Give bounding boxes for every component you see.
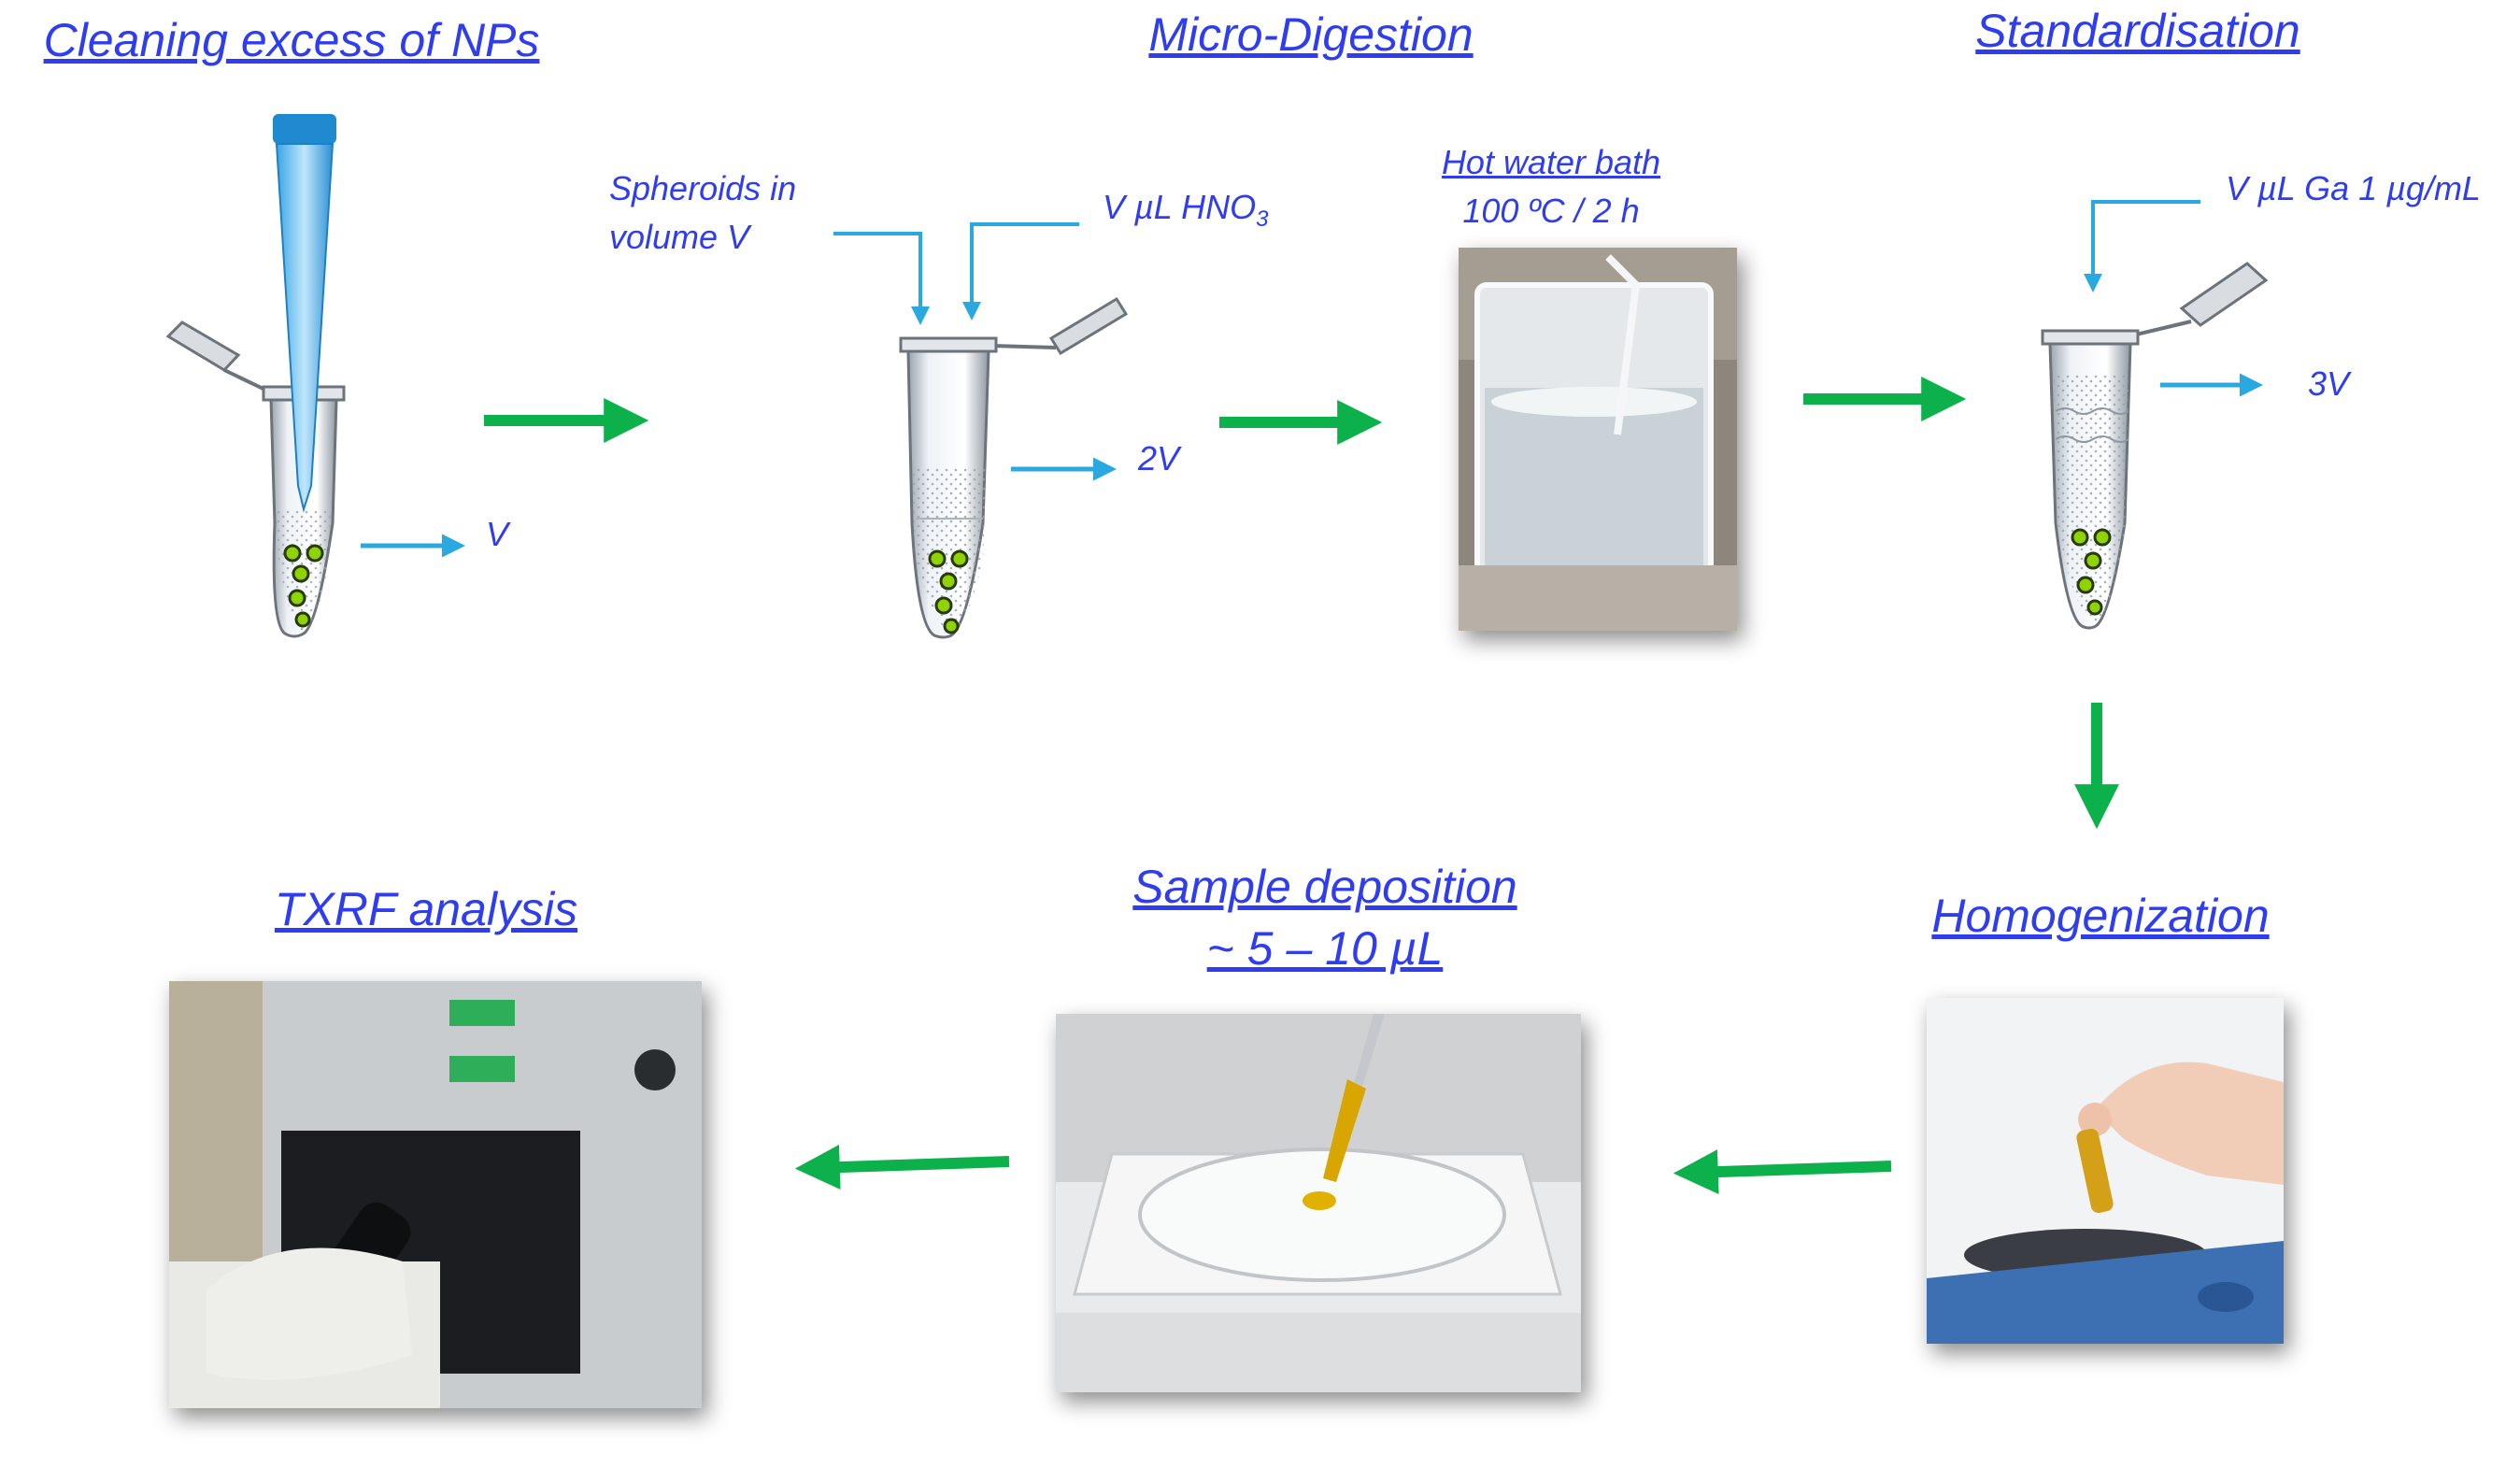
flow-arrow-5 <box>1673 1149 1892 1195</box>
spheroid-particle <box>934 596 953 615</box>
spheroid-particle <box>288 589 306 607</box>
spheroid-particle <box>950 549 969 568</box>
spheroid-particle <box>2093 528 2112 547</box>
ga-input-arrow <box>2084 200 2200 292</box>
hno3-input-arrow <box>962 222 1079 321</box>
hno3-text: V µL HNO <box>1103 188 1257 226</box>
bath-line1: Hot water bath <box>1441 143 1661 181</box>
spheroid-particle <box>928 549 947 568</box>
spheroid-particle <box>943 618 960 634</box>
spheroids-label: Spheroids in volume V <box>609 164 796 262</box>
step-title-deposition: Sample deposition ~ 5 – 10 µL <box>1132 856 1516 979</box>
spheroid-particle <box>283 544 302 563</box>
bath-label: Hot water bath 100 ºC / 2 h <box>1442 138 1660 235</box>
spheroid-particle <box>292 564 310 583</box>
spheroid-particle <box>939 572 958 591</box>
tube-2 <box>899 296 1129 639</box>
spheroids-line2: volume V <box>609 218 750 257</box>
spheroids-input-arrow <box>833 232 930 325</box>
flow-arrow-6 <box>794 1145 1010 1190</box>
volume-label-v: V <box>486 515 509 553</box>
hno3-label: V µL HNO3 <box>1103 183 1269 236</box>
deposition-line2: ~ 5 – 10 µL <box>1206 922 1444 975</box>
txrf-instrument-photo <box>169 981 702 1408</box>
step-title-homogenization: Homogenization <box>1931 890 2270 942</box>
step-title-standardisation: Standardisation <box>1975 5 2300 57</box>
pipette-tip <box>273 114 336 513</box>
step-title-digestion: Micro-Digestion <box>1148 8 1474 61</box>
spheroid-particle <box>306 544 324 563</box>
spheroid-particle <box>294 611 311 628</box>
step-title-cleaning: Cleaning excess of NPs <box>43 14 540 66</box>
spheroid-particle <box>2084 551 2102 570</box>
hno3-subscript: 3 <box>1256 207 1269 233</box>
spheroids-line1: Spheroids in <box>609 169 797 207</box>
spheroid-particle <box>2071 528 2089 547</box>
spheroid-particle <box>2086 599 2103 616</box>
spheroid-particle <box>2076 576 2095 594</box>
deposition-line1: Sample deposition <box>1132 861 1517 913</box>
ga-label: V µL Ga 1 µg/mL <box>2226 169 2481 207</box>
volume-label-2v: 2V <box>1138 439 1180 477</box>
step-title-txrf: TXRF analysis <box>274 883 578 935</box>
bath-line2: 100 ºC / 2 h <box>1462 192 1640 231</box>
sample-deposition-photo <box>1056 1014 1581 1392</box>
volume-label-3v: 3V <box>2308 364 2350 403</box>
homogenization-photo <box>1927 998 2284 1344</box>
tube-1 <box>165 321 346 638</box>
hot-water-bath-photo <box>1459 248 1737 631</box>
tube-3 <box>2041 262 2269 630</box>
